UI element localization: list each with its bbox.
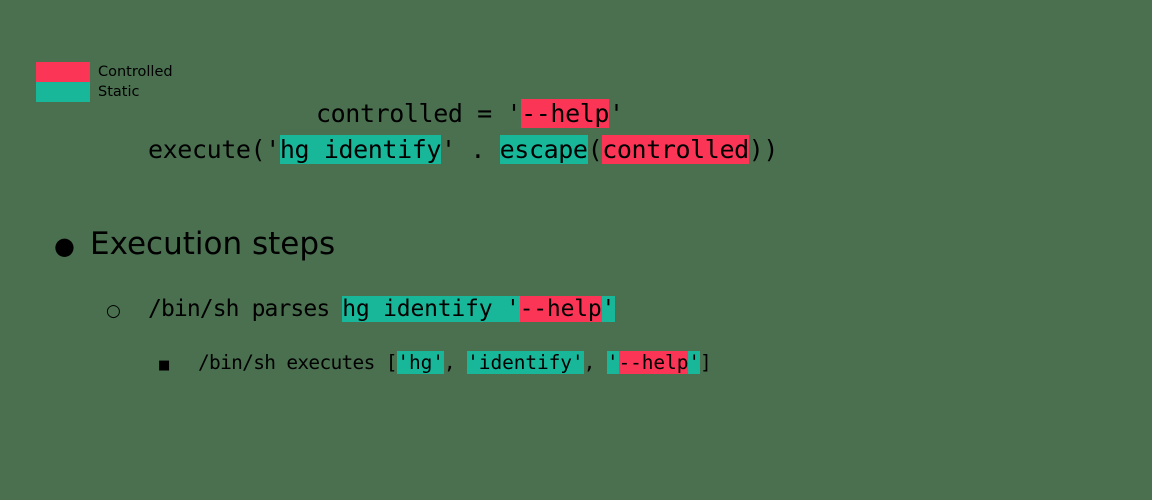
legend-label-controlled: Controlled [98, 64, 173, 80]
execution-steps-outline: ● Execution steps ○ /bin/sh parses hg id… [0, 222, 1152, 383]
code-line-assignment: controlled = '--help' [0, 96, 1152, 132]
plain-code-text: execute(' [148, 135, 280, 164]
controlled-highlight: --help [519, 296, 602, 322]
legend-item-static: Static [36, 82, 173, 102]
code-block: controlled = '--help' execute('hg identi… [0, 96, 1152, 168]
plain-code-text: ' [609, 99, 624, 128]
controlled-highlight: controlled [602, 135, 749, 164]
outline-level3-label: /bin/sh executes [198, 351, 386, 374]
bullet-filled-square-icon: ■ [158, 358, 171, 373]
static-highlight: hg identify [279, 135, 442, 164]
controlled-highlight: --help [521, 99, 610, 128]
outline-level1-label: Execution steps [90, 226, 336, 262]
static-highlight: hg identify ' [342, 296, 520, 322]
outline-level3-code: ['hg', 'identify', '--help'] [386, 351, 712, 374]
controlled-highlight: --help [618, 351, 689, 374]
plain-code-text: controlled = ' [316, 99, 522, 128]
legend-swatch-static [36, 82, 90, 102]
static-highlight: 'hg' [397, 351, 444, 374]
legend-swatch-controlled [36, 62, 90, 82]
plain-code-text: [ [385, 351, 398, 374]
legend-item-controlled: Controlled [36, 62, 173, 82]
plain-code-text: ] [699, 351, 712, 374]
plain-code-text: ( [587, 135, 603, 164]
outline-level2-code: hg identify '--help' [342, 296, 615, 322]
static-highlight: ' [688, 351, 700, 374]
outline-level2-label: /bin/sh parses [148, 296, 343, 322]
outline-item-level3: ■ /bin/sh executes ['hg', 'identify', '-… [0, 346, 1152, 383]
static-highlight: 'identify' [467, 351, 584, 374]
static-highlight: escape [499, 135, 588, 164]
bullet-hollow-circle-icon: ○ [106, 301, 121, 321]
legend: Controlled Static [36, 62, 173, 102]
outline-item-level2: ○ /bin/sh parses hg identify '--help' [0, 290, 1152, 330]
code-line-execute: execute('hg identify' . escape(controlle… [0, 132, 1152, 168]
static-highlight: ' [606, 351, 619, 374]
plain-code-text: , [583, 351, 607, 374]
outline-item-level1: ● Execution steps [0, 222, 1152, 268]
plain-code-text: , [443, 351, 468, 374]
plain-code-text: ' . [441, 135, 500, 164]
bullet-filled-circle-icon: ● [54, 232, 75, 260]
plain-code-text: )) [748, 135, 779, 164]
static-highlight: ' [601, 296, 616, 322]
legend-label-static: Static [98, 84, 140, 100]
